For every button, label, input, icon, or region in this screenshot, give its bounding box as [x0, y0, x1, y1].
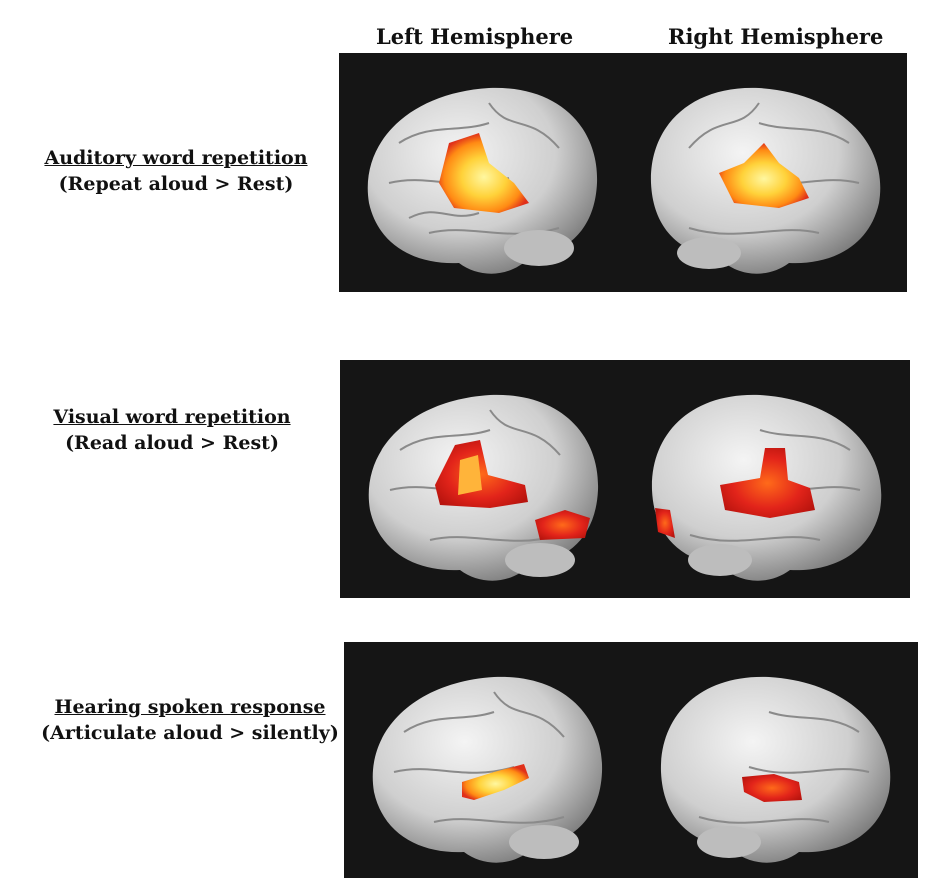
row-label-auditory: Auditory word repetition (Repeat aloud >…: [26, 145, 326, 197]
column-header-right: Right Hemisphere: [668, 24, 884, 49]
row-subtitle: (Articulate aloud > silently): [41, 722, 339, 744]
brain-render-auditory: [367, 87, 881, 274]
brain-render-visual: [368, 394, 882, 581]
left-hemisphere-brain: [368, 394, 599, 581]
row-subtitle: (Read aloud > Rest): [65, 432, 279, 454]
right-hemisphere-brain: [660, 676, 891, 863]
brain-render-hearing: [372, 676, 891, 863]
right-hemisphere-brain: [651, 394, 882, 581]
brain-panel-visual: [340, 360, 910, 598]
row-label-hearing: Hearing spoken response (Articulate alou…: [34, 694, 346, 746]
column-header-left: Left Hemisphere: [376, 24, 574, 49]
brain-panel-auditory: [339, 53, 907, 292]
row-subtitle: (Repeat aloud > Rest): [58, 173, 294, 195]
row-title: Hearing spoken response: [54, 696, 326, 718]
brain-panel-hearing: [344, 642, 918, 878]
row-title: Auditory word repetition: [44, 147, 308, 169]
row-label-visual: Visual word repetition (Read aloud > Res…: [22, 404, 322, 456]
left-hemisphere-brain: [372, 676, 603, 863]
right-hemisphere-brain: [650, 87, 881, 274]
left-hemisphere-brain: [367, 87, 598, 274]
row-title: Visual word repetition: [53, 406, 291, 428]
